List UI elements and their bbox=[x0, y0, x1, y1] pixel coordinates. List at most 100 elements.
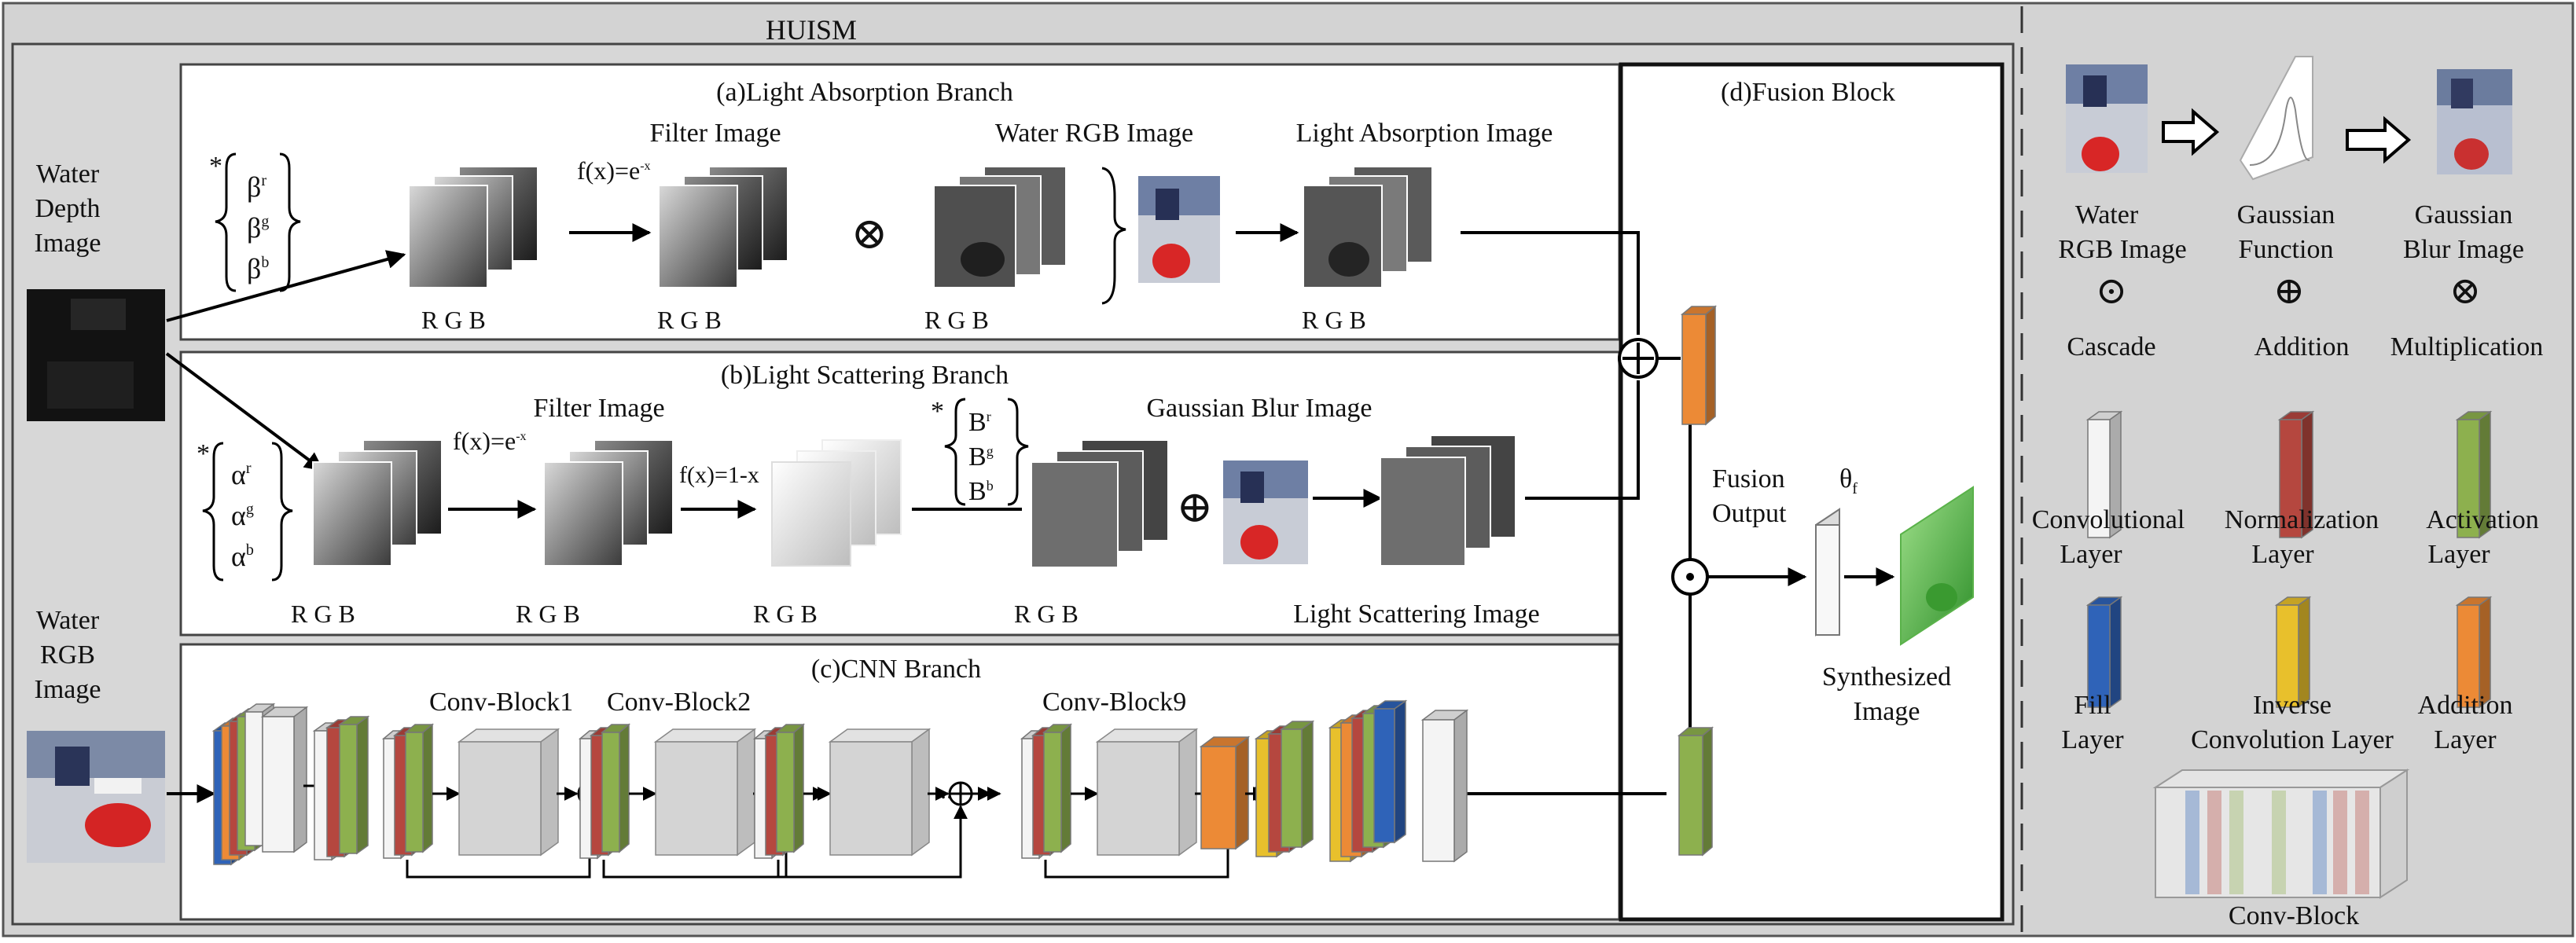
legend-layer-inv-2: Convolution Layer bbox=[2191, 725, 2394, 754]
svg-text:f(x)=e-x: f(x)=e-x bbox=[577, 156, 651, 185]
svg-text:Bg: Bg bbox=[968, 442, 994, 472]
conv-block-1 bbox=[381, 723, 630, 879]
alpha-b: α bbox=[231, 541, 246, 572]
water-rgb-image-b bbox=[1223, 460, 1308, 564]
legend-op-cascade-symbol: ⊙ bbox=[2096, 270, 2127, 312]
legend-layer-norm-2: Layer bbox=[2251, 540, 2314, 569]
legend-inv-layer-icon bbox=[2274, 596, 2312, 709]
legend-top-1a: Water bbox=[2075, 200, 2139, 229]
beta-r-sub: r bbox=[261, 172, 266, 189]
synthesized-image bbox=[1900, 486, 1974, 646]
branch-a-title: (a)Light Absorption Branch bbox=[716, 78, 1013, 107]
light-absorption-image-label: Light Absorption Image bbox=[1296, 119, 1553, 148]
cnn-block-body bbox=[1095, 728, 1199, 857]
cnn-add-op bbox=[948, 781, 973, 806]
theta-sub: f bbox=[1852, 480, 1858, 497]
legend-op-cascade-label: Cascade bbox=[2067, 332, 2155, 361]
legend-op-addition-symbol: ⊕ bbox=[2273, 270, 2305, 312]
rgb-label-a2: R G B bbox=[657, 306, 722, 334]
alpha-r: α bbox=[231, 459, 246, 490]
water-rgb-image-a bbox=[1138, 176, 1220, 283]
filter-image-a: Filter Image bbox=[649, 119, 781, 148]
water-gray-stack bbox=[933, 166, 1067, 288]
svg-text:Br: Br bbox=[968, 408, 991, 437]
filter-stack-a bbox=[658, 166, 788, 288]
legend-gaussian-blur-image bbox=[2437, 69, 2512, 174]
depth-label-3: Image bbox=[35, 229, 101, 258]
filter-image-b: Filter Image bbox=[533, 394, 664, 423]
light-scattering-image-label: Light Scattering Image bbox=[1293, 600, 1539, 629]
cnn-conv-layer bbox=[260, 706, 309, 853]
legend-layer-norm-1: Normalization bbox=[2225, 505, 2379, 534]
legend-top-3a: Gaussian bbox=[2415, 200, 2513, 229]
func-a: f(x)=e bbox=[577, 156, 640, 185]
fusion-output-1: Fusion bbox=[1712, 464, 1785, 494]
water-depth-input: Water Depth Image bbox=[27, 160, 165, 421]
gaussian-gray-stack bbox=[1031, 439, 1169, 568]
fusion-conv-layer bbox=[1815, 508, 1840, 637]
legend-top-2a: Gaussian bbox=[2237, 200, 2335, 229]
legend-layer-act-1: Activation bbox=[2426, 505, 2539, 534]
alpha-star: * bbox=[197, 439, 210, 468]
cnn-layer bbox=[337, 715, 370, 855]
beta-g-sub: g bbox=[261, 213, 269, 230]
legend-layer-add-2: Layer bbox=[2434, 725, 2497, 754]
gaussian-blur-image-label: Gaussian Blur Image bbox=[1146, 394, 1372, 423]
func-b2: f(x)=1-x bbox=[679, 462, 759, 488]
svg-text:αb: αb bbox=[231, 541, 254, 572]
otimes-a: ⊗ bbox=[851, 210, 888, 259]
alpha-g: α bbox=[231, 500, 246, 531]
cnn-addition-layer bbox=[1199, 736, 1251, 850]
cnn-block-layer bbox=[1042, 723, 1073, 853]
conv-block2-label: Conv-Block2 bbox=[607, 688, 751, 717]
fusion-title: (d)Fusion Block bbox=[1721, 78, 1895, 107]
legend-layer-fill-1: Fill bbox=[2074, 691, 2111, 720]
beta-b-sub: b bbox=[261, 254, 269, 271]
rgb-label-a3: R G B bbox=[924, 306, 989, 334]
func-a-sup: -x bbox=[640, 160, 650, 173]
cnn-block-layer bbox=[403, 723, 435, 853]
depth-label-1: Water bbox=[36, 160, 100, 189]
legend-norm-layer-icon bbox=[2277, 410, 2315, 539]
legend-arrow-1 bbox=[2162, 108, 2220, 156]
alpha-g-sub: g bbox=[246, 501, 254, 518]
svg-text:βg: βg bbox=[247, 212, 269, 244]
absorption-stack bbox=[1303, 166, 1433, 288]
fusion-output-2: Output bbox=[1712, 499, 1787, 528]
inverted-stack-b bbox=[771, 439, 902, 567]
svg-text:Bb: Bb bbox=[968, 477, 994, 506]
svg-text:f(x)=e-x: f(x)=e-x bbox=[453, 427, 527, 455]
legend-act-layer-icon bbox=[2455, 410, 2493, 539]
beta-g: β bbox=[247, 212, 261, 244]
depth-rgb-stack-a bbox=[408, 166, 538, 288]
filter-stack-b bbox=[543, 439, 674, 567]
light-scattering-branch: (b)Light Scattering Branch * αr αg αb R … bbox=[197, 361, 1540, 629]
cnn-trail-layer bbox=[1279, 720, 1315, 849]
cnn-block-layer bbox=[600, 723, 631, 853]
conv-block-3 bbox=[752, 723, 1001, 879]
svg-text:θf: θf bbox=[1839, 464, 1858, 497]
rgb-label-2: RGB bbox=[40, 640, 95, 670]
svg-text:βb: βb bbox=[247, 253, 269, 284]
legend-water-rgb-image bbox=[2066, 64, 2148, 173]
legend-layer-conv-1: Convolutional bbox=[2032, 505, 2185, 534]
synth-label-2: Image bbox=[1854, 697, 1920, 726]
legend-top-1b: RGB Image bbox=[2058, 235, 2186, 264]
legend-layer-inv-1: Inverse bbox=[2253, 691, 2332, 720]
legend-layer-act-2: Layer bbox=[2427, 540, 2490, 569]
B-r-sub: r bbox=[987, 409, 991, 424]
cnn-branch: (c)CNN Branch Conv-Block1 Conv-Block2 Co… bbox=[211, 655, 1666, 879]
water-rgb-image-label: Water RGB Image bbox=[995, 119, 1193, 148]
cnn-output-stack-layer bbox=[1372, 699, 1408, 844]
rgb-label-b2: R G B bbox=[516, 600, 580, 628]
legend-conv-block-icon bbox=[2152, 769, 2410, 899]
water-rgb-input: Water RGB Image bbox=[27, 606, 165, 863]
scattering-stack bbox=[1380, 435, 1516, 567]
depth-label-2: Depth bbox=[35, 194, 100, 223]
B-b: B bbox=[968, 477, 987, 506]
legend-top-3b: Blur Image bbox=[2403, 235, 2524, 264]
rgb-label-b4: R G B bbox=[1014, 600, 1079, 628]
branch-c-title: (c)CNN Branch bbox=[811, 655, 981, 684]
fusion-addition-layer bbox=[1680, 305, 1718, 426]
legend-layer-conv-2: Layer bbox=[2060, 540, 2122, 569]
